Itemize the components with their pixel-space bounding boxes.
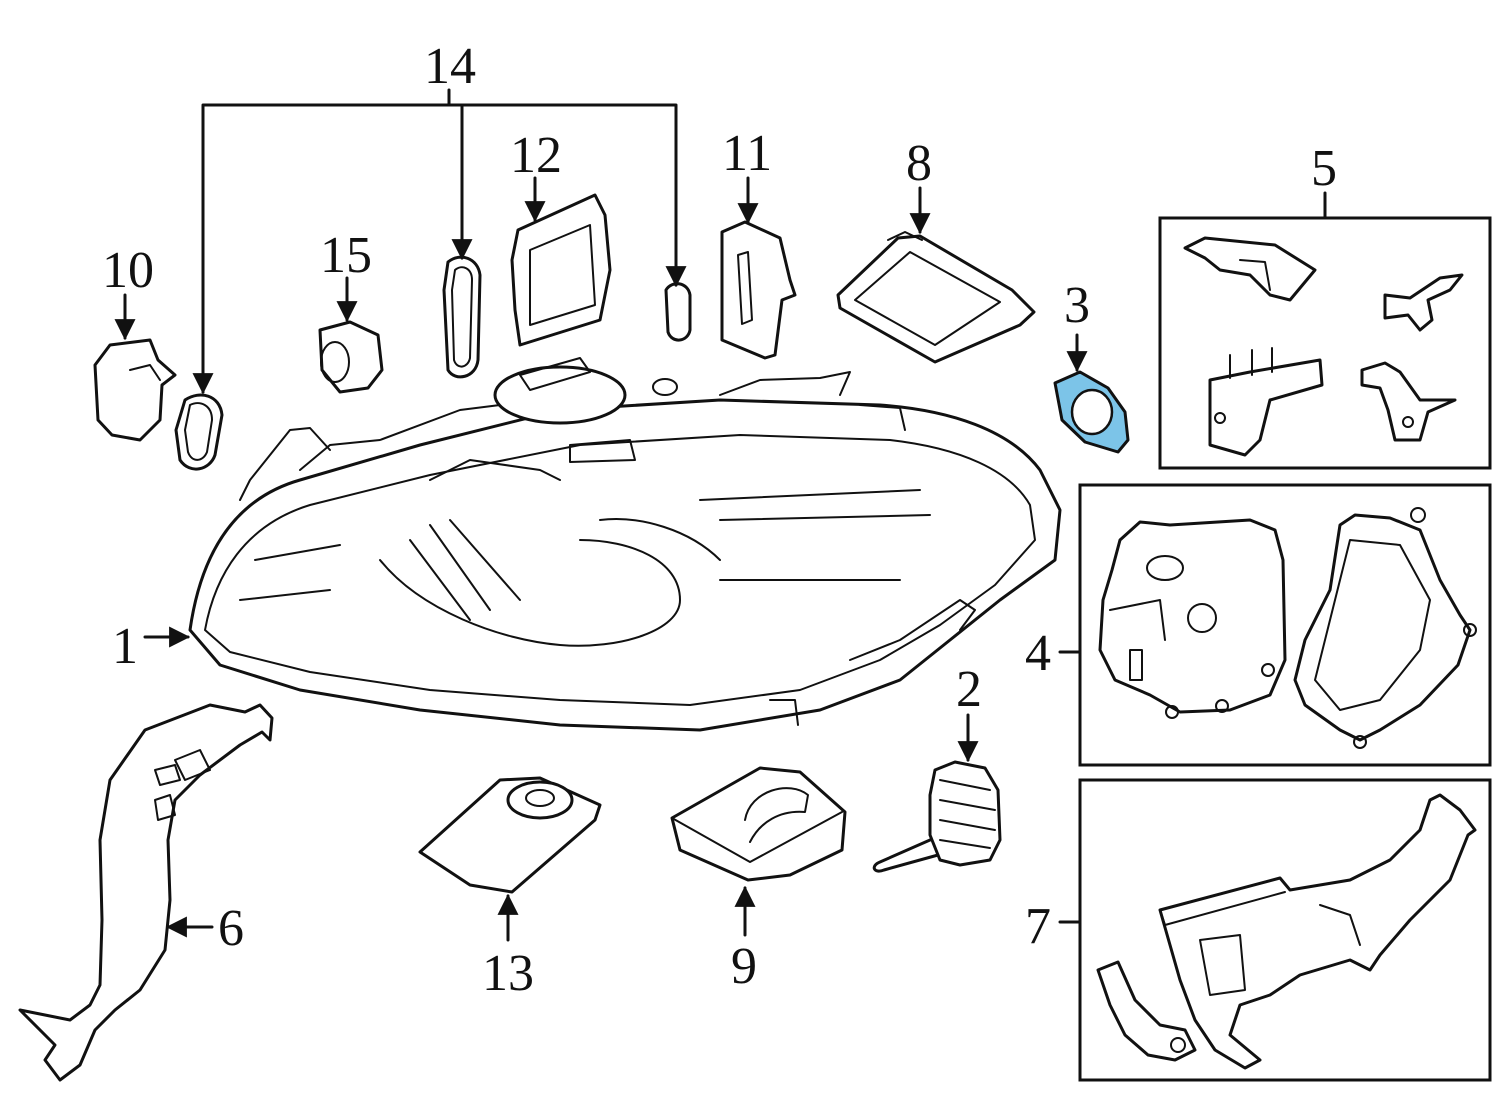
callout-1: 1 [112, 618, 138, 675]
callout-15: 15 [320, 227, 372, 284]
part-10-socket-cover[interactable] [93, 338, 177, 442]
callout-2: 2 [956, 661, 982, 718]
part-5-brackets[interactable] [1183, 236, 1464, 457]
part-13-ignitor[interactable] [418, 776, 602, 894]
part-2-bulb[interactable] [872, 760, 1002, 873]
leader-lines [114, 88, 1327, 942]
part-4-rear-covers[interactable] [1098, 507, 1477, 749]
callout-4: 4 [1025, 625, 1051, 682]
part-3-retaining-ring[interactable] [1053, 370, 1130, 454]
part-11-housing-element[interactable] [720, 220, 797, 360]
part-14-gaskets[interactable] [174, 255, 692, 471]
part-12-module[interactable] [510, 193, 612, 347]
part-7-box [1078, 778, 1492, 1082]
part-1-headlamp-assembly[interactable] [188, 357, 1062, 732]
callout-12: 12 [510, 127, 562, 184]
callout-5: 5 [1311, 140, 1337, 197]
callout-13: 13 [482, 945, 534, 1002]
callout-7: 7 [1025, 898, 1051, 955]
callout-14: 14 [424, 38, 476, 95]
part-9-ballast[interactable] [670, 766, 847, 882]
callout-9: 9 [731, 938, 757, 995]
callout-labels: 1 2 3 4 5 6 7 8 9 10 11 12 13 14 15 [102, 38, 1337, 1002]
part-15-connector[interactable] [318, 320, 384, 394]
part-7-duct-set[interactable] [1096, 793, 1477, 1070]
callout-6: 6 [218, 900, 244, 957]
callout-3: 3 [1064, 277, 1090, 334]
part-4-box [1078, 483, 1492, 767]
callout-8: 8 [906, 135, 932, 192]
part-8-control-module[interactable] [836, 231, 1036, 364]
callout-11: 11 [722, 125, 772, 182]
callout-10: 10 [102, 242, 154, 299]
part-6-air-duct[interactable] [18, 703, 274, 1082]
